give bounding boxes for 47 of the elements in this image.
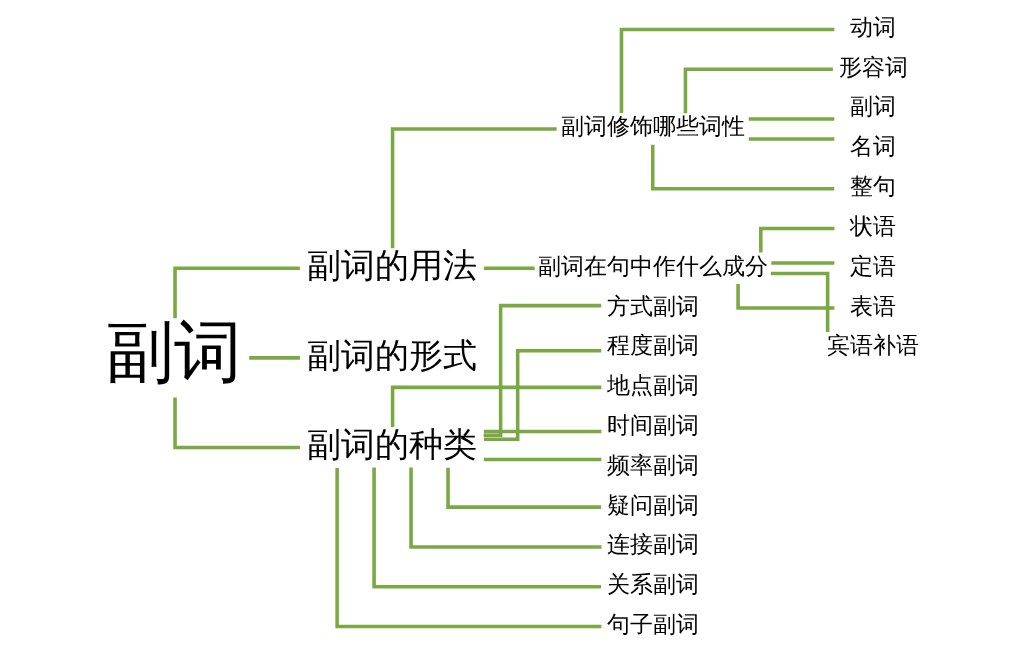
connector bbox=[736, 284, 835, 310]
connector bbox=[683, 67, 833, 114]
connector bbox=[409, 467, 602, 549]
node-text: 程度副词 bbox=[606, 332, 699, 359]
node-text: 方式副词 bbox=[606, 292, 699, 319]
node-text: 时间副词 bbox=[606, 411, 699, 438]
connector bbox=[372, 467, 601, 589]
connector bbox=[173, 266, 300, 319]
connector bbox=[446, 467, 602, 509]
node-text: 副词在句中作什么成分 bbox=[537, 252, 768, 279]
node-text: 副词的形式 bbox=[306, 334, 477, 375]
node-text: 动词 bbox=[850, 13, 897, 40]
node-text: 宾语补语 bbox=[827, 332, 920, 359]
connector bbox=[748, 137, 835, 141]
node-text: 副词 bbox=[106, 313, 243, 390]
node-text: 副词修饰哪些词性 bbox=[560, 113, 745, 140]
node-text: 表语 bbox=[850, 292, 897, 319]
node-text: 地点副词 bbox=[606, 372, 699, 399]
node-text: 副词的种类 bbox=[306, 424, 477, 465]
connector bbox=[483, 457, 602, 462]
connector bbox=[748, 117, 835, 121]
connector bbox=[771, 261, 835, 265]
connector bbox=[770, 271, 830, 333]
node-text: 整句 bbox=[850, 173, 897, 200]
node-text: 疑问副词 bbox=[606, 491, 699, 518]
node-text: 名词 bbox=[850, 133, 897, 160]
connector bbox=[249, 356, 300, 360]
connector bbox=[619, 27, 835, 113]
node-text: 句子副词 bbox=[606, 610, 699, 637]
connector bbox=[173, 397, 300, 450]
connector bbox=[483, 303, 602, 438]
node-text: 状语 bbox=[850, 212, 897, 239]
connector bbox=[759, 226, 835, 253]
node-text: 关系副词 bbox=[606, 571, 699, 598]
node-text: 副词 bbox=[850, 93, 897, 120]
node-text: 定语 bbox=[850, 252, 897, 279]
node-text: 连接副词 bbox=[606, 531, 699, 558]
connector bbox=[651, 144, 835, 191]
connector bbox=[390, 127, 557, 249]
connector bbox=[390, 385, 602, 428]
node-text: 频率副词 bbox=[606, 451, 699, 478]
node-text: 副词的用法 bbox=[306, 245, 477, 286]
connector bbox=[483, 429, 602, 434]
connector bbox=[335, 467, 602, 629]
node-text: 形容词 bbox=[838, 53, 908, 80]
connector bbox=[483, 266, 535, 271]
connector bbox=[483, 348, 602, 442]
